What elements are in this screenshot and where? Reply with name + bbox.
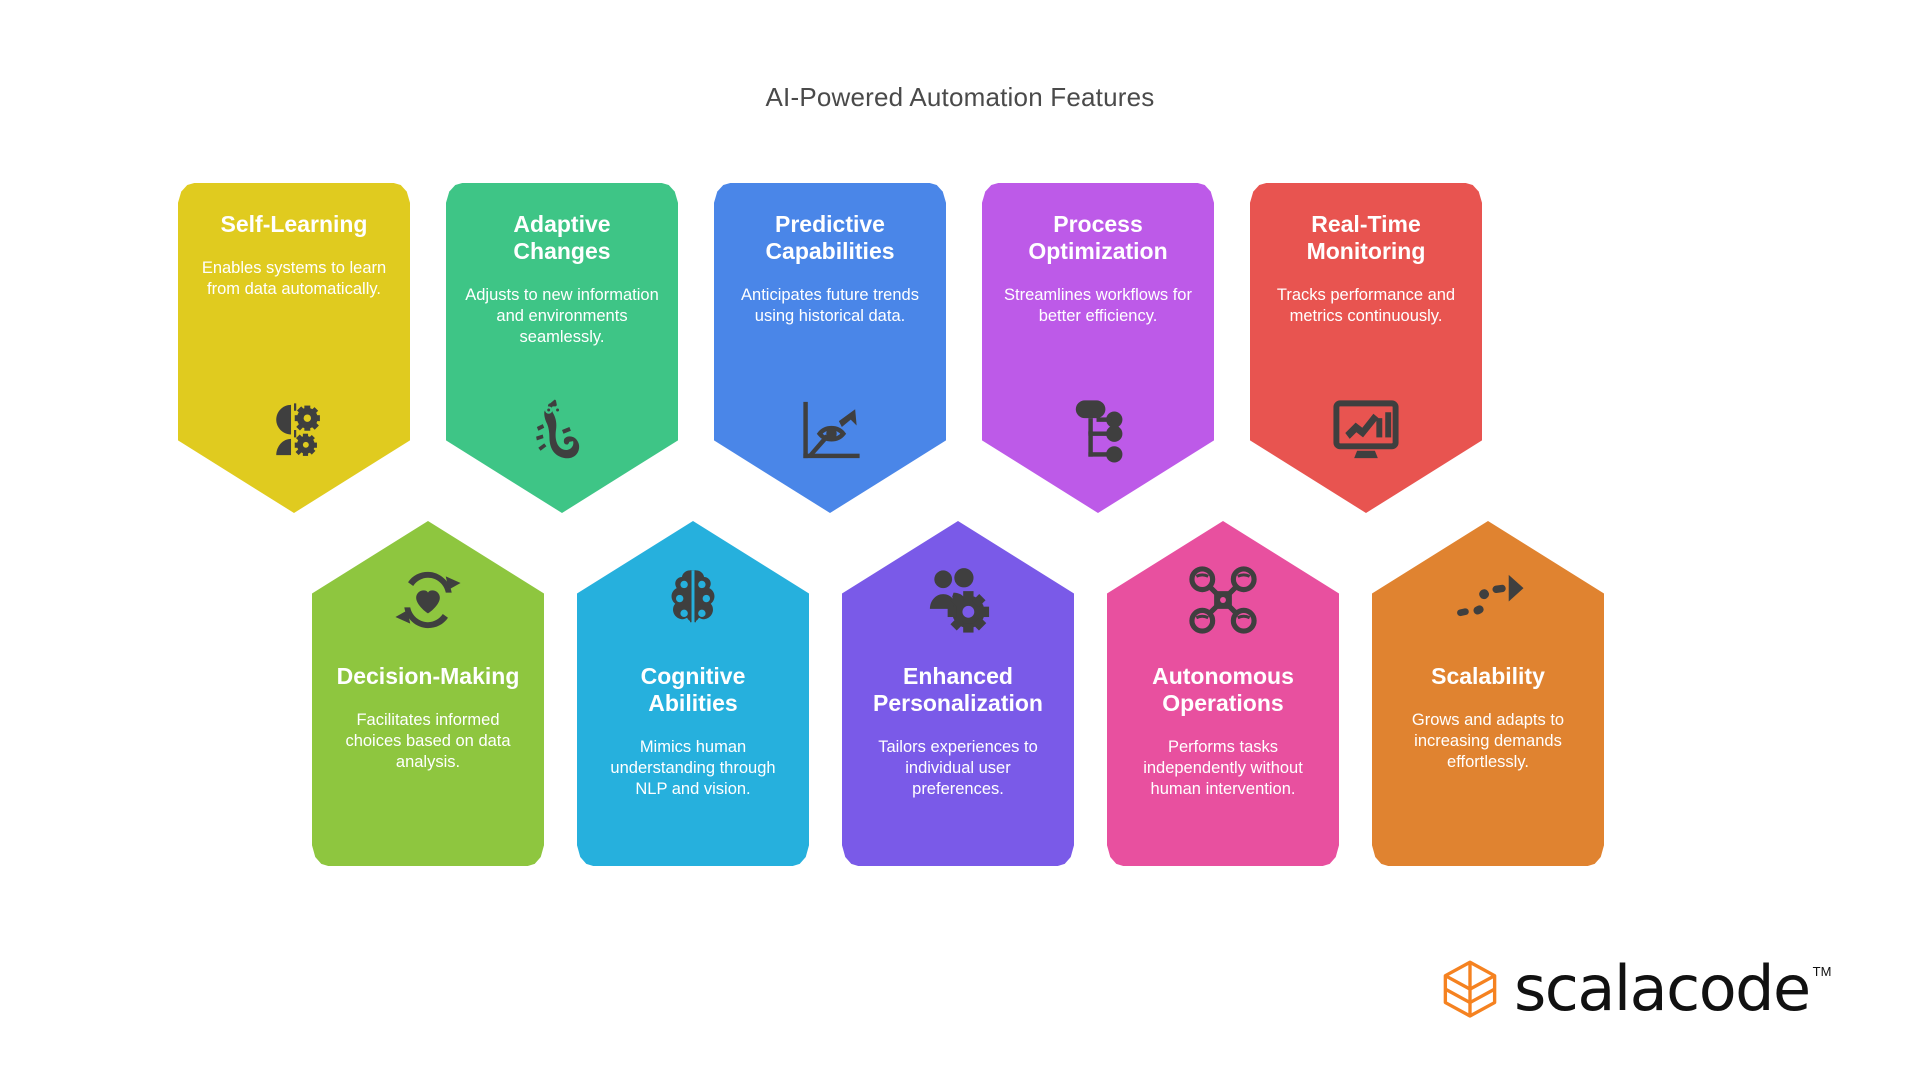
feature-card-title: Autonomous Operations	[1152, 663, 1294, 717]
heart-refresh-icon	[391, 563, 465, 637]
feature-card-title: Decision-Making	[336, 663, 520, 689]
feature-card-description: Adjusts to new information and environme…	[465, 286, 659, 347]
feature-card-title: Self-Learning	[220, 211, 368, 237]
trademark-symbol: TM	[1812, 964, 1832, 979]
drone-icon	[1186, 563, 1260, 637]
feature-card-title: Process Optimization	[1028, 211, 1168, 265]
feature-card-description: Performs tasks independently without hum…	[1143, 738, 1303, 799]
chameleon-icon	[525, 393, 599, 467]
features-row-top: Self-Learning Enables systems to learn f…	[178, 183, 1482, 513]
feature-card-description: Tracks performance and metrics continuou…	[1276, 286, 1456, 326]
feature-card-title: Enhanced Personalization	[873, 663, 1043, 717]
feature-card-description: Grows and adapts to increasing demands e…	[1411, 711, 1565, 772]
feature-card-title: Scalability	[1431, 663, 1545, 689]
feature-card-decision-making[interactable]: Decision-Making Facilitates informed cho…	[312, 521, 544, 866]
dashed-arrow-icon	[1451, 563, 1525, 637]
feature-card-description: Anticipates future trends using historic…	[741, 286, 919, 326]
feature-card-process-optimization[interactable]: Process Optimization Streamlines workflo…	[982, 183, 1214, 513]
feature-card-predictive-capabilities[interactable]: Predictive Capabilities Anticipates futu…	[714, 183, 946, 513]
feature-card-title: Adaptive Changes	[513, 211, 611, 265]
feature-card-title: Cognitive Abilities	[640, 663, 746, 717]
cube-logo-icon	[1442, 960, 1498, 1019]
feature-card-title: Predictive Capabilities	[765, 211, 895, 265]
feature-card-cognitive-abilities[interactable]: Cognitive Abilities Mimics human underst…	[577, 521, 809, 866]
feature-card-description: Tailors experiences to individual user p…	[878, 738, 1038, 799]
features-row-bottom: Decision-Making Facilitates informed cho…	[312, 521, 1604, 866]
scalacode-logo: scalacode TM	[1442, 952, 1832, 1025]
feature-card-self-learning[interactable]: Self-Learning Enables systems to learn f…	[178, 183, 410, 513]
head-gear-icon	[257, 393, 331, 467]
feature-card-enhanced-personalization[interactable]: Enhanced Personalization Tailors experie…	[842, 521, 1074, 866]
feature-card-description: Mimics human understanding through NLP a…	[610, 738, 776, 799]
workflow-nodes-icon	[1061, 393, 1135, 467]
monitor-analytics-icon	[1329, 393, 1403, 467]
feature-card-adaptive-changes[interactable]: Adaptive Changes Adjusts to new informat…	[446, 183, 678, 513]
feature-card-scalability[interactable]: Scalability Grows and adapts to increasi…	[1372, 521, 1604, 866]
eye-trend-chart-icon	[793, 393, 867, 467]
feature-card-description: Enables systems to learn from data autom…	[201, 259, 387, 299]
brain-icon	[656, 563, 730, 637]
feature-card-description: Streamlines workflows for better efficie…	[1004, 286, 1192, 326]
page-title: AI-Powered Automation Features	[765, 82, 1155, 112]
feature-card-title: Real-Time Monitoring	[1306, 211, 1426, 265]
feature-card-autonomous-operations[interactable]: Autonomous Operations Performs tasks ind…	[1107, 521, 1339, 866]
feature-card-real-time-monitoring[interactable]: Real-Time Monitoring Tracks performance …	[1250, 183, 1482, 513]
logo-wordmark: scalacode	[1514, 952, 1811, 1025]
feature-card-description: Facilitates informed choices based on da…	[345, 711, 511, 772]
users-gear-icon	[921, 563, 995, 637]
